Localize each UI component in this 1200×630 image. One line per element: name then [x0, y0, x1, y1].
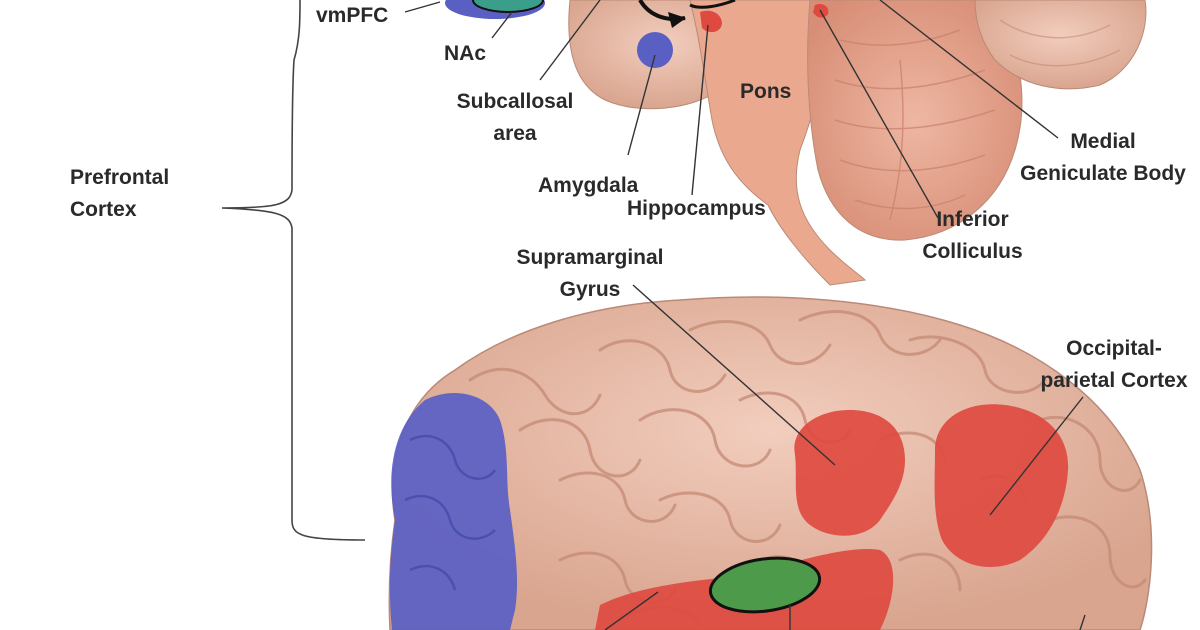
- label-amygdala: Amygdala: [538, 174, 639, 197]
- label-medial-geniculate-line-2: Geniculate Body: [1020, 162, 1186, 185]
- label-subcallosal-line-2: area: [493, 122, 537, 145]
- label-prefrontal-cortex: Prefrontal Cortex: [70, 162, 169, 226]
- label-supramarginal-line-2: Gyrus: [559, 278, 621, 301]
- hippocampus-highlight: [700, 10, 722, 33]
- lateral-view: [388, 296, 1153, 630]
- label-prefrontal-line-2: Cortex: [70, 198, 137, 221]
- label-supramarginal-line-1: Supramarginal: [516, 246, 664, 269]
- label-hippocampus: Hippocampus: [627, 197, 766, 220]
- nac-highlight: [472, 0, 544, 13]
- supramarginal-highlight: [794, 410, 905, 536]
- label-prefrontal-line-1: Prefrontal: [70, 166, 170, 189]
- label-inferior-colliculus-line-2: Colliculus: [922, 240, 1023, 263]
- occipital-parietal-highlight: [934, 404, 1069, 568]
- occipital-section: [974, 0, 1147, 90]
- auditory-cortex-highlight: [708, 556, 822, 614]
- prefrontal-brace: [221, 0, 366, 541]
- label-nac: NAc: [444, 42, 487, 65]
- amygdala-highlight: [637, 32, 673, 68]
- cerebellum: [807, 0, 1023, 241]
- label-medial-geniculate-body: Medial Geniculate Body: [1008, 126, 1198, 190]
- label-inferior-colliculus: Inferior Colliculus: [910, 204, 1035, 268]
- label-occipital-parietal-line-1: Occipital-: [1066, 337, 1162, 360]
- prefrontal-highlight: [389, 392, 518, 630]
- label-vmpfc: vmPFC: [316, 4, 389, 27]
- label-inferior-colliculus-line-1: Inferior: [936, 208, 1009, 231]
- sagittal-section: [445, 0, 1147, 286]
- label-subcallosal-line-1: Subcallosal: [456, 90, 574, 113]
- leader-lines: [404, 0, 1086, 630]
- label-subcallosal-area: Subcallosal area: [450, 86, 580, 150]
- label-occipital-parietal-cortex: Occipital- parietal Cortex: [1030, 333, 1198, 397]
- label-pons: Pons: [740, 80, 792, 103]
- label-occipital-parietal-line-2: parietal Cortex: [1040, 369, 1188, 392]
- label-medial-geniculate-line-1: Medial: [1070, 130, 1136, 153]
- label-supramarginal-gyrus: Supramarginal Gyrus: [500, 242, 680, 306]
